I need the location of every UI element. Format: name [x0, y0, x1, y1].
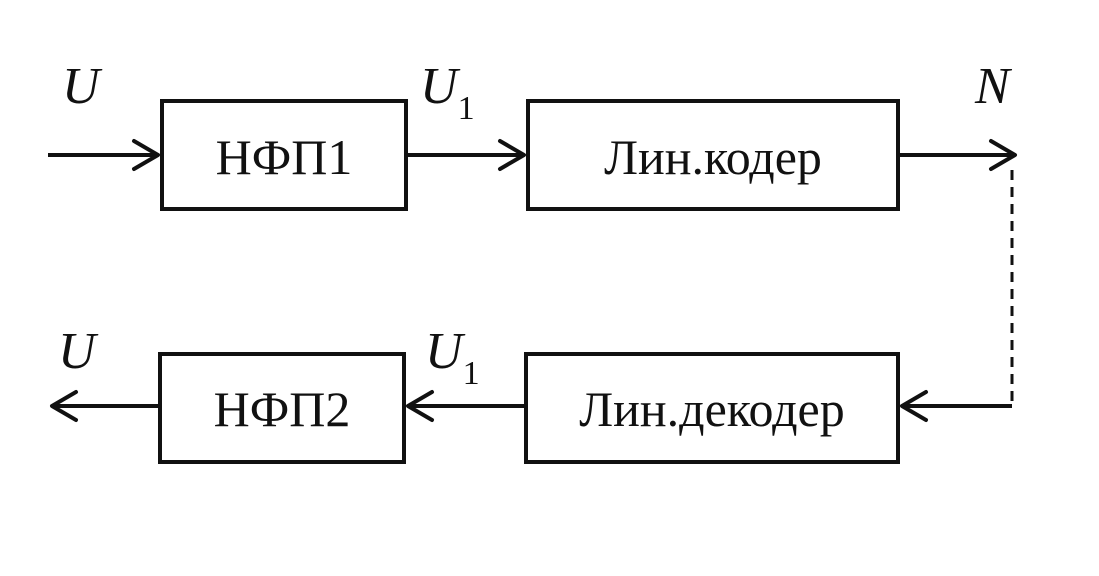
block-lin-coder-label: Лин.кодер: [604, 129, 822, 185]
signal-label-u-input: U: [62, 58, 103, 115]
arrow-nfp2-to-output: [50, 390, 160, 422]
arrow-decoder-to-nfp2: [406, 390, 526, 422]
block-lin-decoder: Лин.декодер: [524, 352, 900, 464]
signal-label-n: N: [974, 58, 1013, 115]
block-nfp2-label: НФП2: [214, 381, 351, 437]
arrow-input-to-nfp1: [48, 139, 160, 171]
signal-label-u-output: U: [58, 323, 99, 380]
block-lin-decoder-label: Лин.декодер: [579, 381, 845, 437]
block-nfp1-label: НФП1: [216, 129, 353, 185]
block-lin-coder: Лин.кодер: [526, 99, 900, 211]
block-nfp1: НФП1: [160, 99, 408, 211]
arrow-channel-to-decoder: [900, 390, 1012, 422]
signal-label-u1-bottom: U1: [425, 323, 480, 392]
arrow-coder-to-n: [898, 139, 1017, 171]
arrow-nfp1-to-coder: [406, 139, 526, 171]
block-nfp2: НФП2: [158, 352, 406, 464]
signal-label-u1-top: U1: [420, 58, 475, 127]
